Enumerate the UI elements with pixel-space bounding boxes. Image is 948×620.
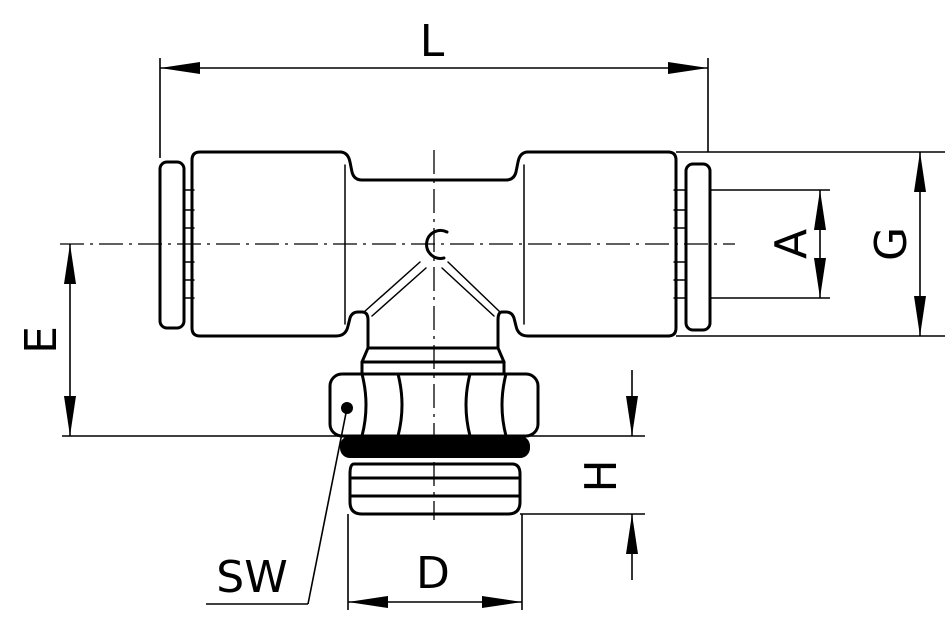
label-h: H — [576, 459, 627, 492]
logo-mark — [363, 228, 501, 317]
label-l: L — [420, 16, 445, 67]
left-collet — [158, 160, 195, 330]
dimension-d: D — [347, 514, 523, 610]
tee-body — [190, 150, 678, 364]
dimension-a: A — [710, 189, 830, 299]
label-a: A — [766, 229, 817, 259]
label-sw: SW — [216, 552, 287, 603]
dimension-sw: SW — [206, 407, 348, 605]
right-collet — [673, 162, 712, 332]
label-d: D — [416, 548, 450, 599]
dimension-g: G — [676, 151, 945, 337]
dimension-l: L — [159, 16, 709, 158]
dimension-e: E — [16, 244, 340, 437]
center-lines — [60, 150, 735, 520]
label-g: G — [866, 227, 917, 261]
seal-ring — [340, 436, 530, 458]
threaded-stud — [348, 462, 522, 516]
dimension-h: H — [520, 370, 645, 580]
label-e: E — [16, 326, 67, 354]
